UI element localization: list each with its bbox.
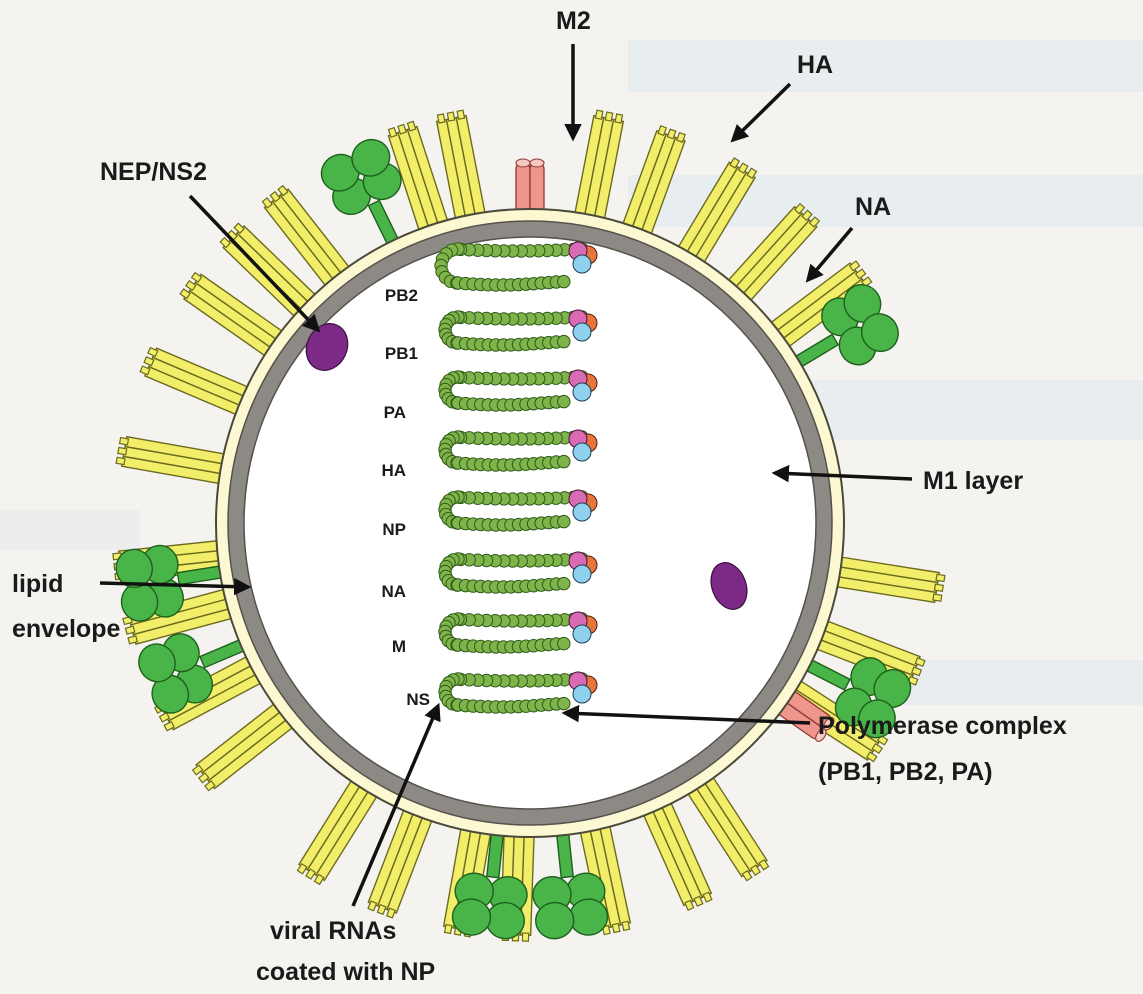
- segment-label: NS: [370, 690, 430, 710]
- label-na: NA: [855, 192, 891, 222]
- label-ha: HA: [797, 50, 833, 80]
- segment-label: PB2: [358, 286, 418, 306]
- label-nep-ns2: NEP/NS2: [100, 157, 207, 187]
- segment-label: NA: [346, 582, 406, 602]
- label-coated-with-np: coated with NP: [256, 957, 435, 987]
- label-viral-rnas: viral RNAs: [270, 916, 396, 946]
- label-polymerase-complex: Polymerase complex: [818, 711, 1067, 741]
- label-lipid: lipid: [12, 569, 63, 599]
- segment-label: PB1: [358, 344, 418, 364]
- segment-label: M: [346, 637, 406, 657]
- arrow-ha: [733, 84, 790, 140]
- label-polymerase-subunits: (PB1, PB2, PA): [818, 757, 993, 787]
- label-m2: M2: [556, 6, 591, 36]
- segment-label: PA: [346, 403, 406, 423]
- segment-label: HA: [346, 461, 406, 481]
- segment-label: NP: [346, 520, 406, 540]
- label-m1-layer: M1 layer: [923, 466, 1023, 496]
- label-envelope: envelope: [12, 614, 120, 644]
